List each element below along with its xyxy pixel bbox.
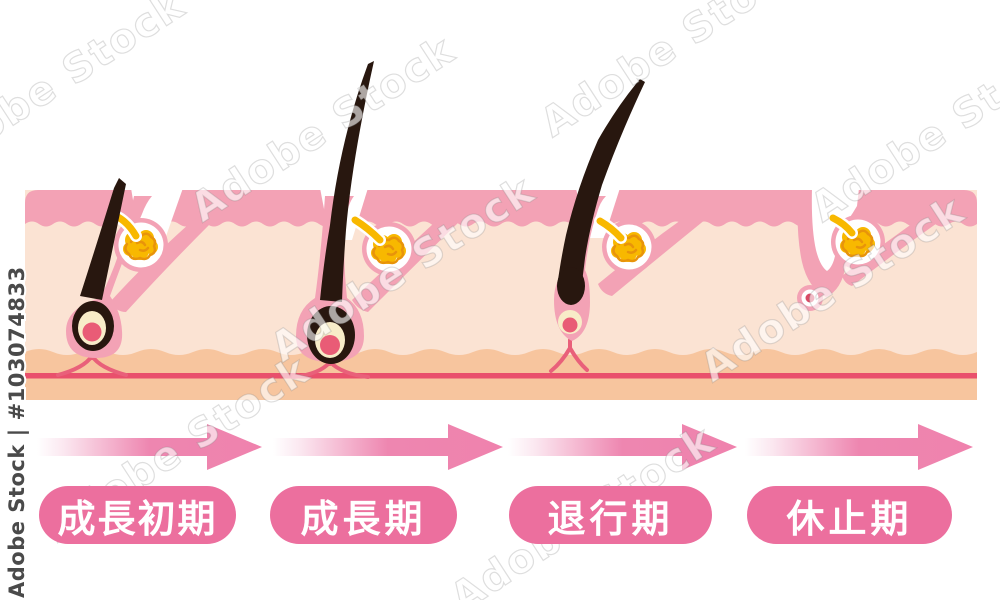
stage-resting-figure [797,188,940,311]
epidermis-layer [25,190,977,227]
stage-regression-figure [549,79,706,373]
dermal-papilla [320,335,340,355]
sebaceous-duct-inner [596,217,625,242]
sebaceous-duct-inner [351,216,384,244]
stage-label-growth: 成長期 [270,486,457,544]
watermark-side-text: Adobe Stock | #103074833 [5,266,30,598]
blood-vessel [25,373,977,379]
hair-club-bulb [557,267,585,305]
papilla-remnant-dot [805,293,815,303]
dermal-papilla [562,317,578,333]
hair-shaft [80,178,126,300]
dermal-papilla [82,322,102,342]
stage-arrow-early-growth [37,424,262,470]
stage-arrow-resting [745,424,973,470]
stage-label-resting: 休止期 [747,486,952,544]
stage-label-regression: 退行期 [509,486,712,544]
stage-arrow-growth [273,424,503,470]
hair-shaft [320,61,374,302]
stage-early-growth-figure [56,178,212,377]
watermark-text: Adobe Stock [0,0,193,186]
stage-arrow-regression [508,424,737,470]
capillary [549,338,589,373]
arrector-pili-muscle [110,216,212,312]
watermark-text: Adobe Stock [533,0,813,146]
hair-shaft [557,79,645,290]
stage-label-early-growth: 成長初期 [39,486,236,544]
sebaceous-duct-inner [829,214,856,237]
arrector-pili-muscle [842,214,940,286]
stage-growth-figure [292,61,462,379]
